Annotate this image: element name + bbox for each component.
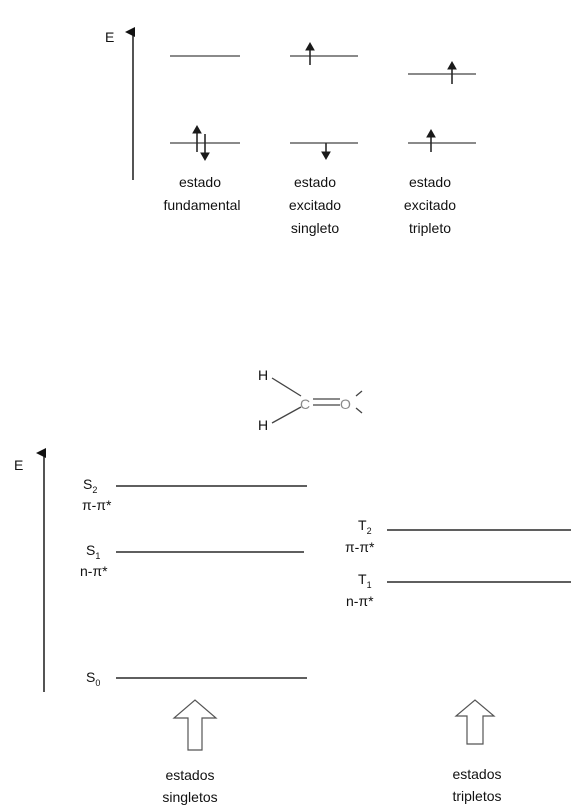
lone-pair-dash-upper [355,390,363,397]
s1-transition-label: n-π* [80,563,108,579]
t1-transition-label: n-π* [346,593,374,609]
s1-label: S1 [86,542,100,561]
hydrogen-atom-bottom: H [258,417,268,433]
triplet-hollow-up-arrow-icon [454,699,496,745]
triplet-caption-line2: excitado [404,197,456,213]
ground-state-orbitals [170,55,240,162]
bottom-axis-label: E [14,457,23,473]
singlet-states-caption-line1: estados [165,767,214,783]
t1-label: T1 [358,571,372,590]
top-energy-diagram: E estado fun [105,27,476,236]
singlet-caption-line2: excitado [289,197,341,213]
spin-down-arrowhead [321,151,331,161]
triplet-states-caption-line2: tripletos [452,788,501,804]
s2-transition-label: π-π* [82,497,112,513]
carbon-atom: C [300,396,310,412]
triplet-states-caption-line1: estados [452,766,501,782]
triplet-caption-line1: estado [409,174,451,190]
bottom-energy-diagram: E S2 π-π* S1 n-π* S0 T2 π-π* T1 n-π* est… [14,448,571,805]
ground-state-caption-line2: fundamental [163,197,240,213]
top-axis-label: E [105,29,114,45]
c-h-bond-bottom [271,406,302,424]
spin-up-arrowhead [426,128,436,138]
lone-pair-dash-lower [355,407,363,414]
ground-state-caption-line1: estado [179,174,221,190]
t2-transition-label: π-π* [345,539,375,555]
singlet-caption-line3: singleto [291,220,339,236]
singlet-excited-orbitals [290,41,358,161]
spin-up-arrowhead [447,60,457,70]
singlet-caption-line1: estado [294,174,336,190]
spin-up-arrowhead [192,124,202,134]
spin-down-arrowhead [200,152,210,162]
spin-up-arrowhead [305,41,315,51]
triplet-excited-orbitals [408,60,476,152]
oxygen-atom: O [340,396,351,412]
formaldehyde-structure: H H C O [258,367,363,433]
t2-label: T2 [358,517,372,536]
singlet-states-caption-line2: singletos [162,789,217,805]
s0-label: S0 [86,669,100,688]
triplet-caption-line3: tripleto [409,220,451,236]
c-h-bond-top [271,377,302,397]
s2-label: S2 [83,476,97,495]
hydrogen-atom-top: H [258,367,268,383]
singlet-hollow-up-arrow-icon [172,699,218,751]
